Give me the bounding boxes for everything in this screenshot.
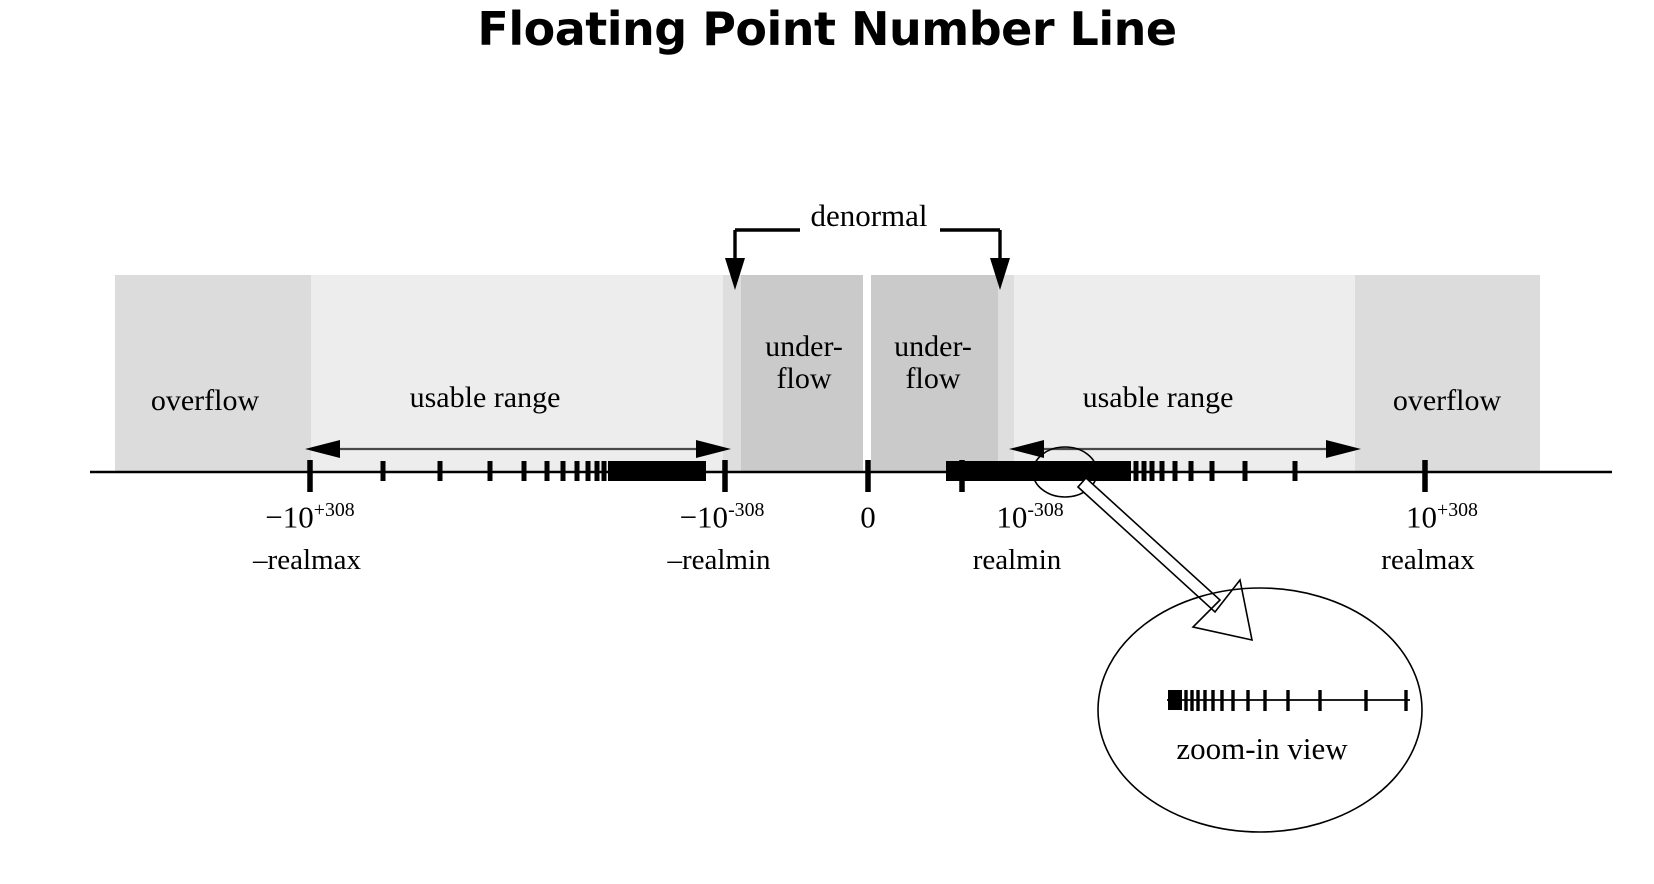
axis-value-main-2: 0 <box>860 499 876 535</box>
band-label-usable-right: usable range <box>1082 381 1234 414</box>
axis-value-main-1: −10 <box>679 499 729 535</box>
axis-name-neg-realmin: –realmin <box>667 544 771 576</box>
band-underflow-right <box>871 275 998 472</box>
band-label-overflow-left: overflow <box>150 384 260 417</box>
band-usable-left <box>311 275 723 472</box>
underflow-right-line1: under- <box>894 330 972 363</box>
axis-value-main-0: −10 <box>265 499 314 535</box>
denormal-label: denormal <box>810 198 928 233</box>
band-overflow-left <box>115 275 311 472</box>
usable-left-arrowhead-right <box>696 440 731 458</box>
zoom-in-view-label: zoom-in view <box>1176 731 1348 766</box>
band-shading <box>115 275 1540 472</box>
axis-value-main-4: 10 <box>1406 499 1438 535</box>
usable-right-arrowhead-right <box>1326 440 1361 458</box>
zoom-source-circle <box>1032 446 1098 498</box>
tickmarks-positive <box>1133 461 1298 481</box>
band-gap-right <box>998 275 1014 472</box>
denormal-arrow-left <box>725 258 745 290</box>
underflow-left-line1: under- <box>765 330 843 363</box>
axis-label-zero: 0 <box>860 500 876 533</box>
axis-label-neg-realmax: −10+308 <box>265 500 354 533</box>
axis-label-neg-realmin: −10-308 <box>680 500 765 533</box>
band-usable-right <box>1014 275 1355 472</box>
band-label-usable-left: usable range <box>409 381 561 414</box>
usable-left-arrowhead-left <box>305 440 340 458</box>
underflow-right-line2: flow <box>905 362 961 396</box>
zoom-in-bubble <box>1097 587 1423 833</box>
axis-value-sup-4: +308 <box>1437 499 1478 521</box>
axis-value-sup-3: -308 <box>1027 499 1064 521</box>
zoom-in-tickmarks <box>1184 690 1408 711</box>
axis-value-sup-0: +308 <box>313 499 355 521</box>
underflow-left-line2: flow <box>776 362 832 396</box>
zoom-in-dense-bar <box>1168 690 1182 710</box>
tickmarks-negative <box>307 460 607 492</box>
axis-value-main-3: 10 <box>996 499 1028 535</box>
axis-label-realmin: 10-308 <box>996 500 1063 533</box>
denormal-arrow-right <box>990 258 1010 290</box>
band-label-overflow-right: overflow <box>1392 384 1502 417</box>
band-label-underflow-right: under- flow <box>894 330 972 396</box>
axis-name-realmax: realmax <box>1381 544 1475 576</box>
band-overflow-right <box>1355 275 1540 472</box>
band-zero-gap <box>863 275 871 472</box>
usable-range-arrows <box>305 440 1361 458</box>
page-title: Floating Point Number Line <box>477 2 1177 56</box>
axis-label-realmax: 10+308 <box>1406 500 1478 533</box>
dense-bar-positive <box>946 461 1131 481</box>
denormal-bracket <box>725 228 1010 290</box>
zoom-pointer-arrow <box>1076 476 1254 642</box>
band-underflow-left <box>741 275 863 472</box>
axis-value-sup-1: -308 <box>728 499 765 521</box>
axis-name-neg-realmax: –realmax <box>253 544 361 576</box>
band-label-underflow-left: under- flow <box>765 330 843 396</box>
dense-bar-negative <box>608 461 706 481</box>
usable-right-arrowhead-left <box>1009 440 1044 458</box>
axis-name-realmin: realmin <box>972 544 1062 576</box>
band-gap-left <box>723 275 741 472</box>
